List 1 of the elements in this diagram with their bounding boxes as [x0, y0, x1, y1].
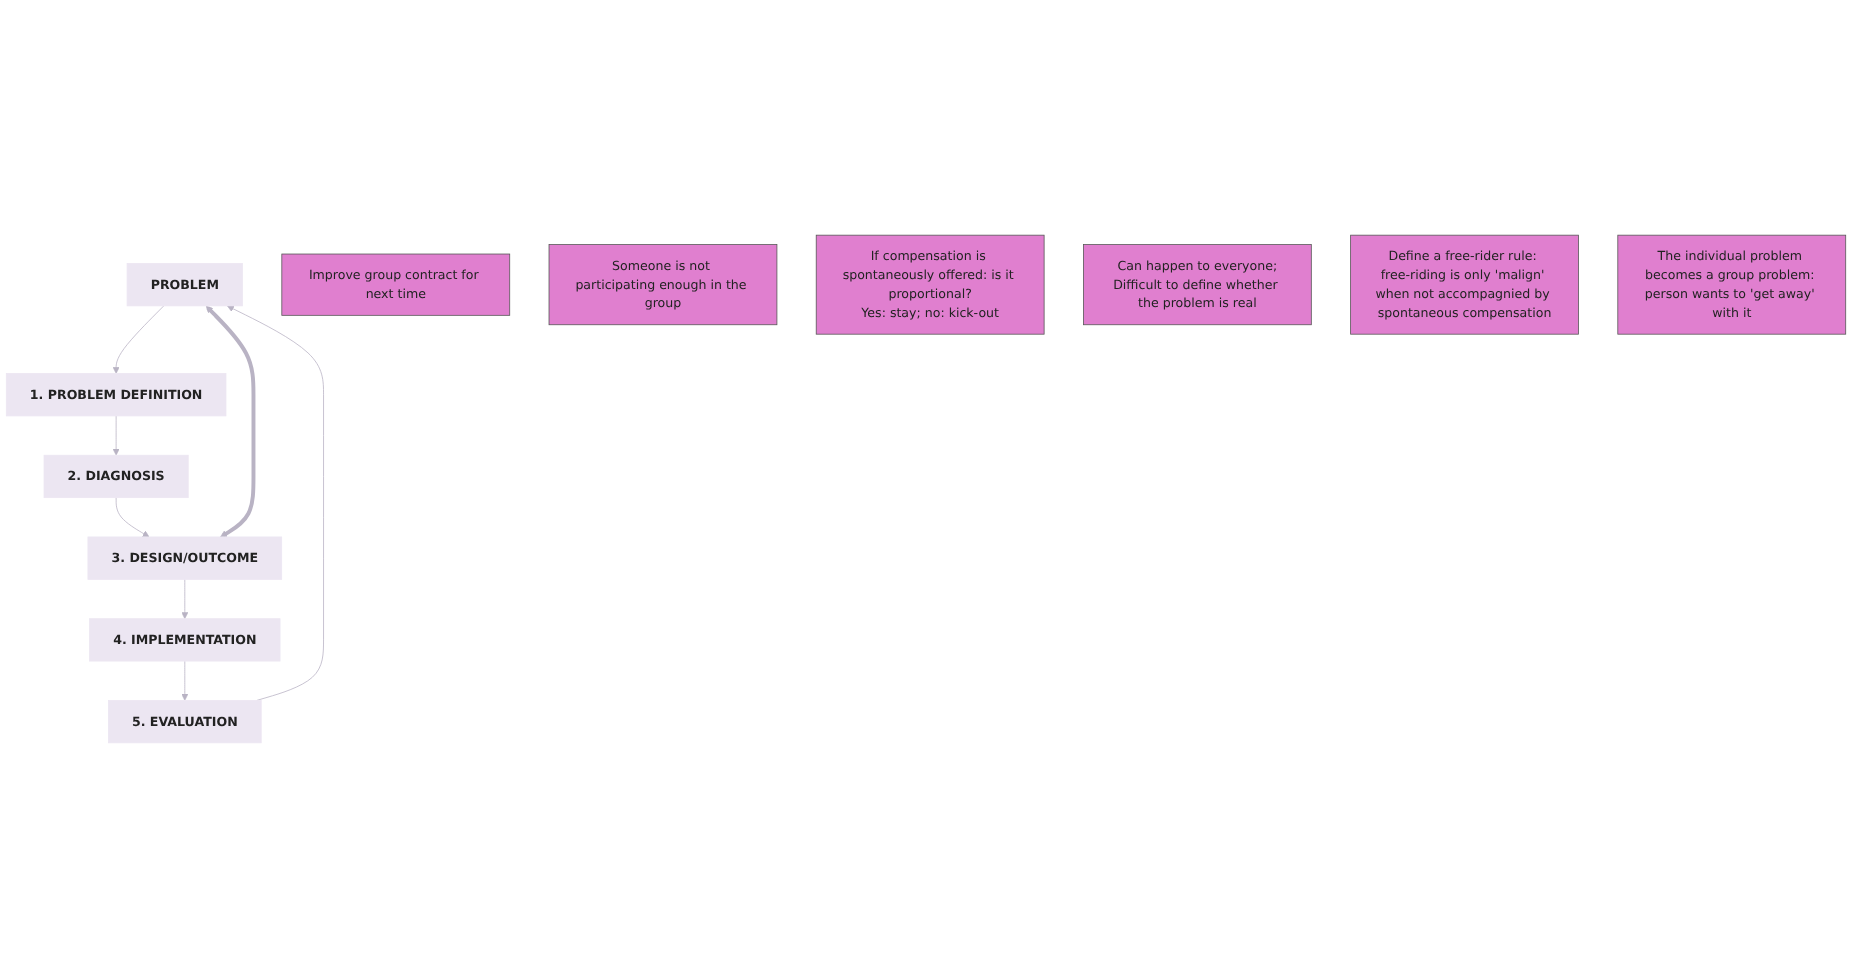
arrow: [205, 305, 256, 538]
